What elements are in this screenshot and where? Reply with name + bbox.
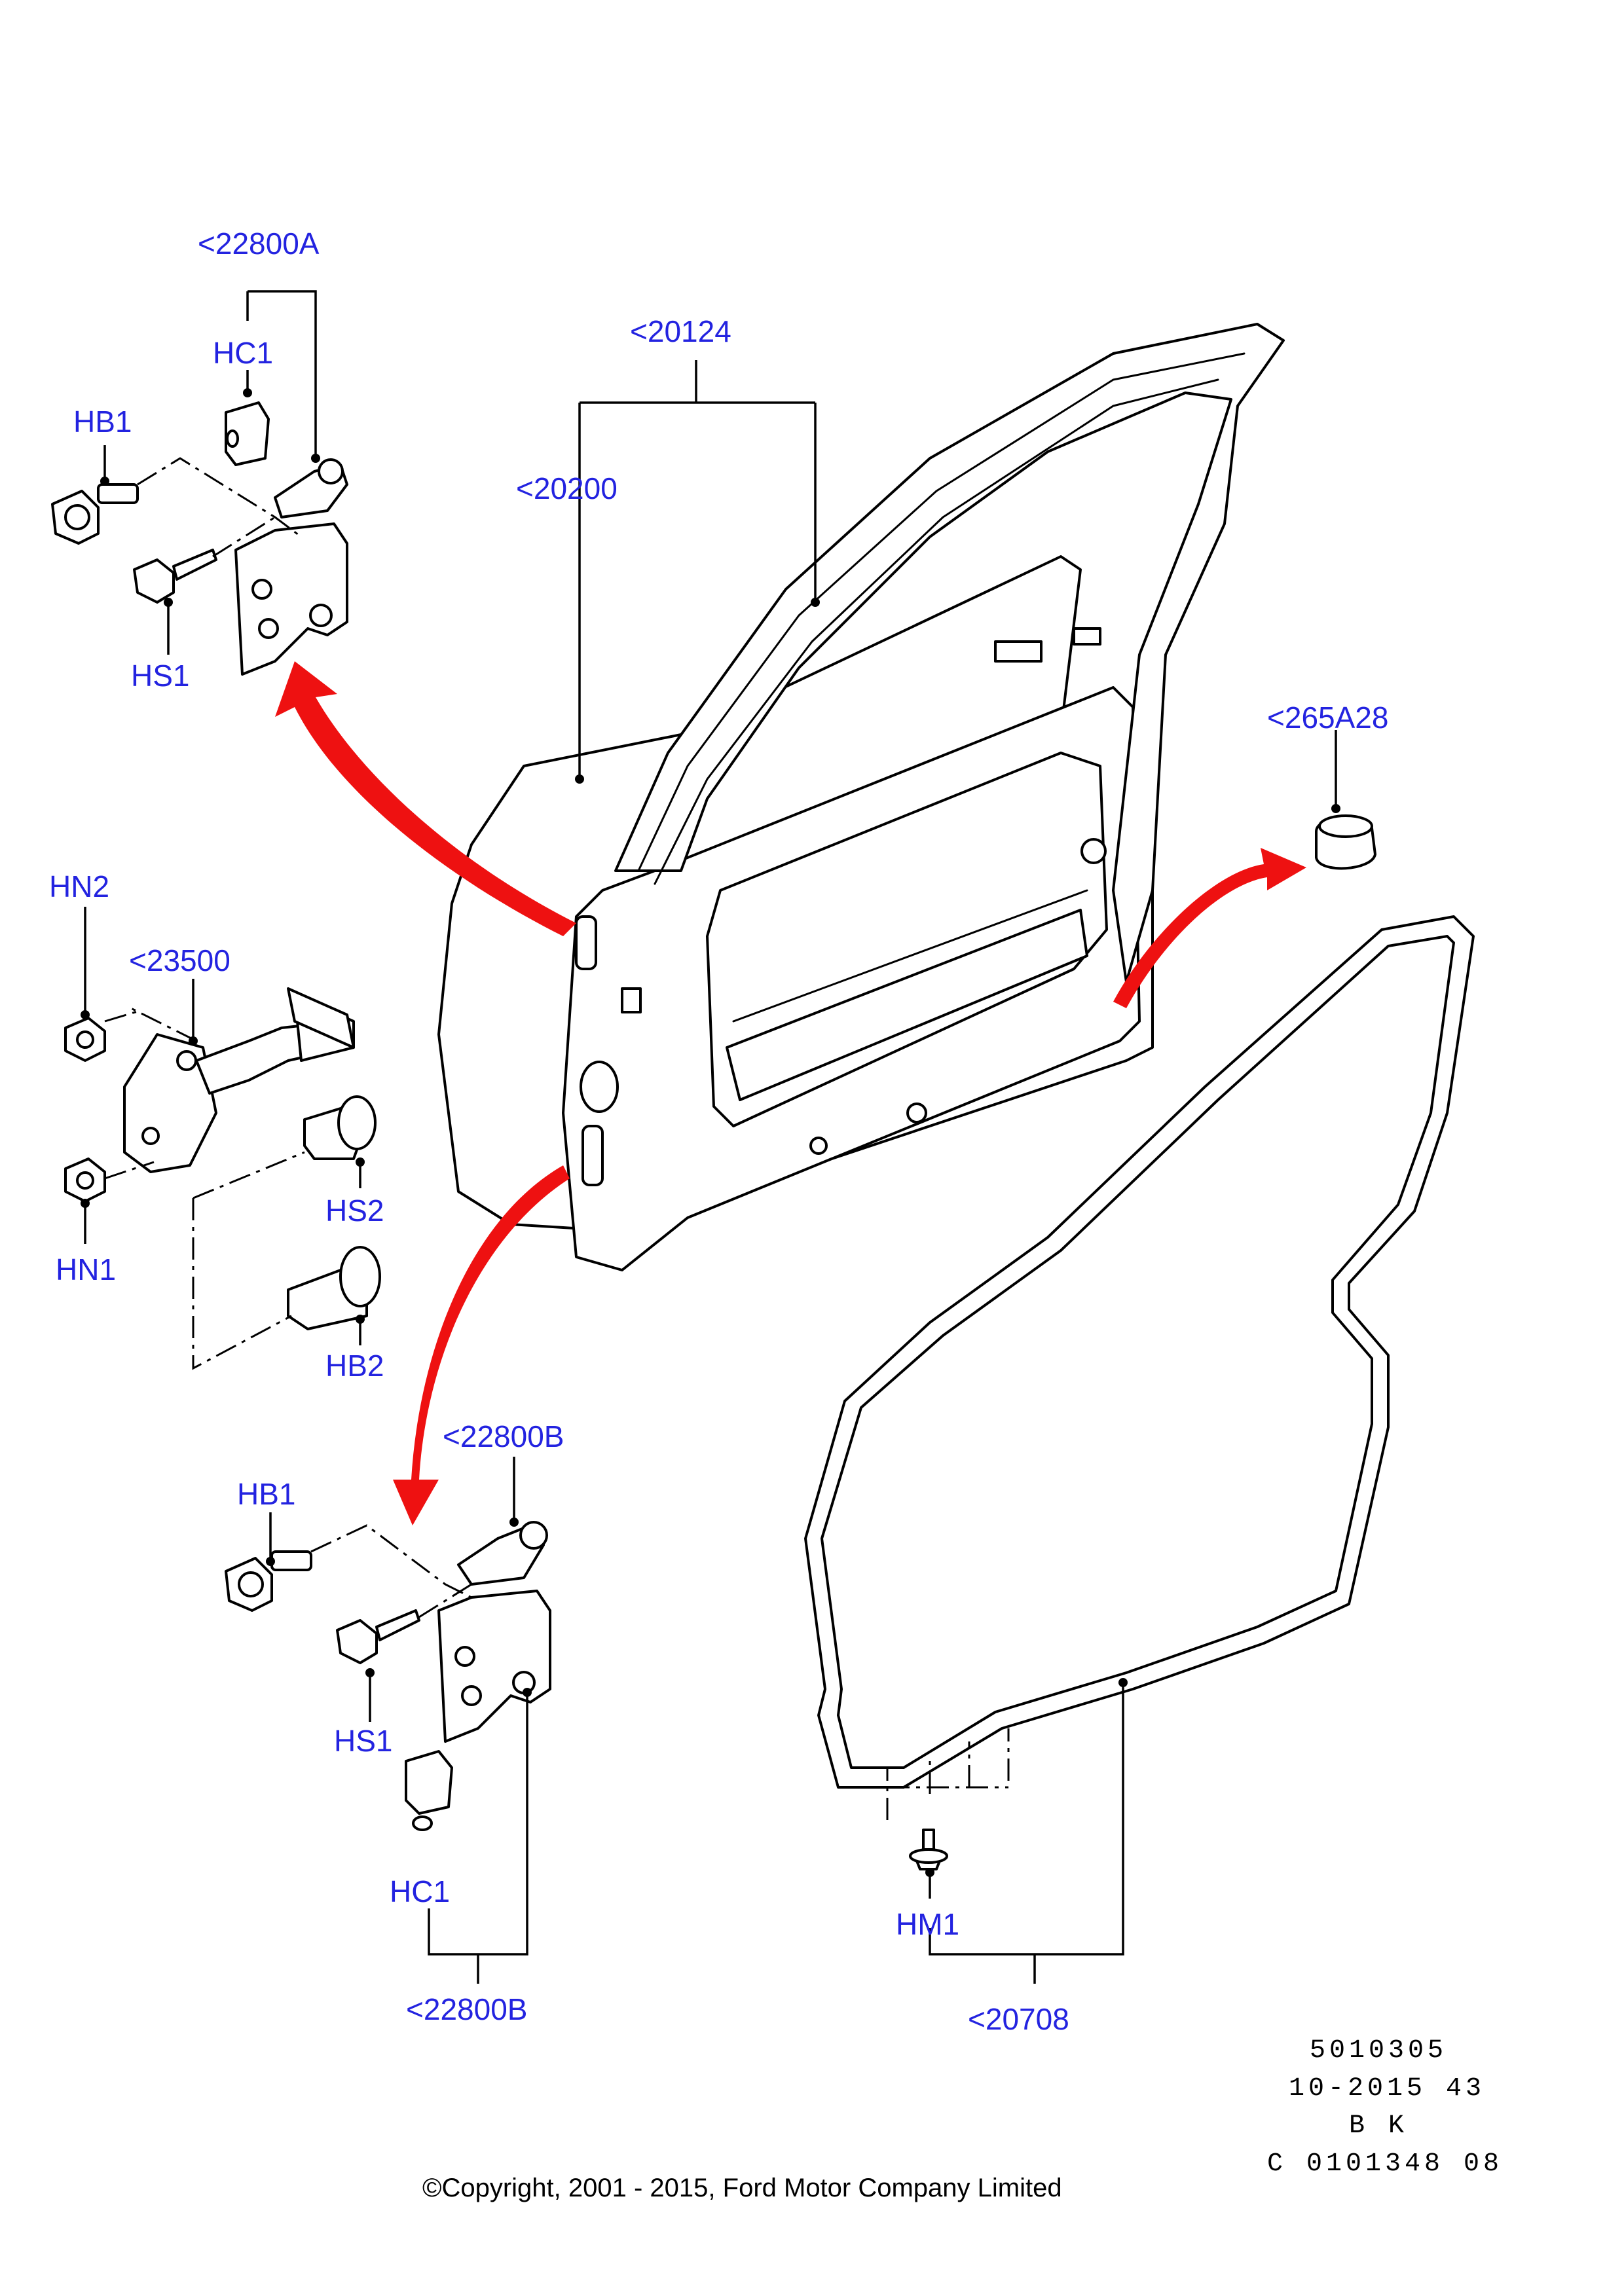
label-hs2: HS2	[325, 1194, 384, 1228]
upper-screw-dashline	[212, 516, 276, 558]
label-23500: <23500	[129, 943, 231, 977]
arrow-to-upper-hinge	[275, 661, 576, 936]
leader-lines	[81, 290, 1340, 1984]
label-hn1: HN1	[56, 1252, 116, 1286]
label-20124: <20124	[630, 314, 731, 348]
arrow-to-lower-hinge	[393, 1165, 570, 1525]
ref-line-2: 10-2015 43	[1289, 2074, 1485, 2104]
label-20200: <20200	[516, 471, 618, 505]
ref-line-4: C 0101348 08	[1267, 2149, 1503, 2179]
lower-screw-hs1	[336, 1609, 420, 1664]
upper-bolt-hb1	[51, 483, 139, 545]
ref-line-3: B K	[1349, 2111, 1408, 2141]
check-arm-dashline-1	[104, 1007, 197, 1042]
label-20708: <20708	[968, 2002, 1069, 2036]
label-hm1: HM1	[896, 1907, 959, 1941]
callout-labels: <22800A HC1 HB1 HS1 <20124 <20200 <265A2…	[49, 227, 1388, 2036]
weatherstrip-seal	[804, 915, 1475, 1789]
label-hb1-lower: HB1	[237, 1477, 295, 1511]
plug-265a28	[1315, 814, 1376, 870]
upper-screw-hs1	[133, 549, 217, 604]
lower-hinge-cap-hc1	[405, 1750, 453, 1831]
label-265a28: <265A28	[1267, 701, 1388, 735]
arrow-to-plug	[1113, 848, 1306, 1008]
reference-block: 5010305 10-2015 43 B K C 0101348 08	[1267, 2036, 1503, 2179]
clip-hm1	[909, 1829, 948, 1870]
lower-screw-dashline	[418, 1583, 472, 1618]
check-arm-dashline-2	[192, 1198, 292, 1370]
label-hc1-upper: HC1	[213, 336, 273, 370]
label-hs1-lower: HS1	[334, 1724, 392, 1758]
clip-dashlines	[886, 1728, 1010, 1820]
label-22800b-upper: <22800B	[443, 1419, 564, 1453]
door-assembly	[437, 323, 1285, 1271]
check-arm-dashline-3	[104, 1151, 305, 1199]
check-arm-nut-hn2	[64, 1017, 106, 1062]
upper-hinge-dashline	[137, 457, 302, 538]
lower-hinge-dashline	[310, 1524, 472, 1599]
label-22800a: <22800A	[198, 227, 320, 261]
red-arrows	[275, 661, 1306, 1525]
check-arm-bolt-hb2	[287, 1246, 381, 1330]
label-hc1-lower: HC1	[390, 1874, 450, 1908]
label-hn2: HN2	[49, 869, 109, 903]
copyright-notice: ©Copyright, 2001 - 2015, Ford Motor Comp…	[422, 2174, 1062, 2202]
upper-hinge-cap-hc1	[225, 401, 270, 466]
label-hb1-upper: HB1	[73, 405, 132, 439]
check-arm-nut-hn1	[64, 1157, 106, 1203]
label-22800b-lower: <22800B	[406, 1992, 527, 2026]
upper-hinge	[234, 458, 348, 676]
door-check-arm	[123, 987, 355, 1173]
ref-line-1: 5010305	[1310, 2036, 1447, 2066]
lower-hinge	[437, 1521, 551, 1743]
label-hb2: HB2	[325, 1349, 384, 1383]
lower-bolt-hb1	[225, 1550, 312, 1612]
check-arm-screw-hs2	[303, 1095, 377, 1160]
label-hs1-upper: HS1	[131, 659, 189, 693]
